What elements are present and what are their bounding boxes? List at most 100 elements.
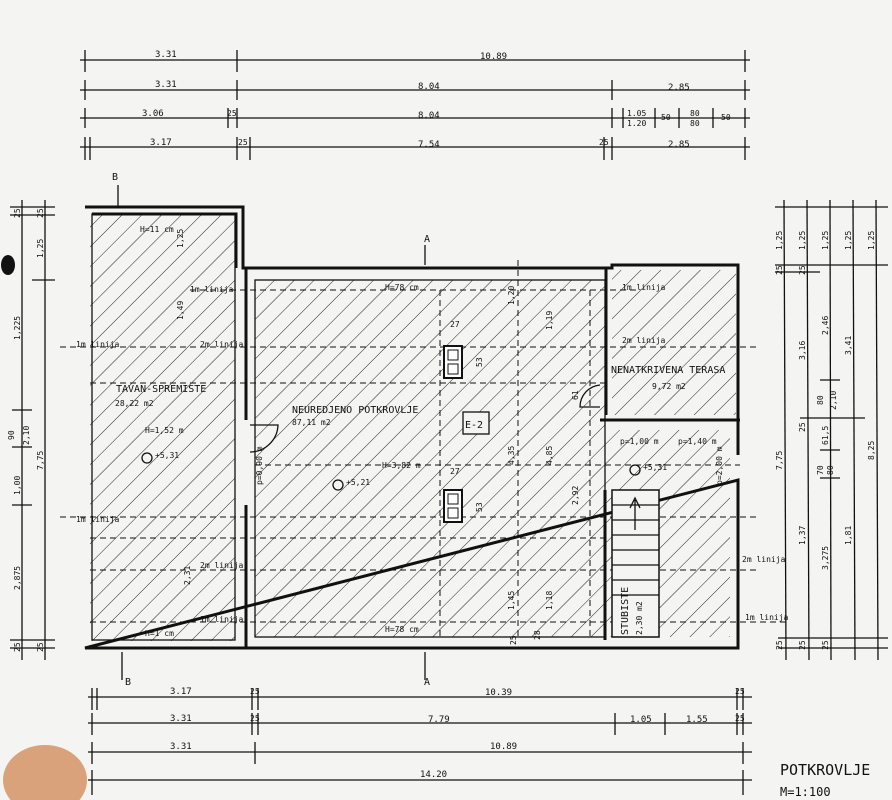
dim-label: 7,75 xyxy=(775,451,784,470)
dim-label: 25 xyxy=(13,208,22,218)
line-note: 2m linija xyxy=(742,555,786,564)
door-swing xyxy=(249,424,279,453)
dim-label: 90 xyxy=(7,430,16,440)
section-mark-b: B xyxy=(125,677,131,688)
dim-row-bottom-3: 3.31 10.89 xyxy=(88,742,752,764)
dim-label: 7.54 xyxy=(418,140,440,150)
dim-label: 2.85 xyxy=(668,140,690,150)
dim-label: 61 xyxy=(571,390,580,400)
dim-row-bottom-1: 3.17 25 10.39 25 xyxy=(88,687,752,710)
dim-label: 2.85 xyxy=(668,83,690,93)
dim-label: 25 xyxy=(798,265,807,275)
dim-label: 1,225 xyxy=(13,316,22,340)
dim-label: 10.39 xyxy=(485,688,512,698)
height-note: H=1 cm xyxy=(145,629,174,638)
dim-label: 25 xyxy=(775,640,784,650)
dim-label: 1,45 xyxy=(507,591,516,610)
dim-label: 2,10 xyxy=(829,391,838,410)
dim-label: 8.04 xyxy=(418,111,440,121)
room-area: 28,22 m2 xyxy=(115,399,154,408)
dim-row-top-4: 3.17 25 7.54 25 2.85 xyxy=(80,137,750,160)
dim-label: 3.31 xyxy=(170,714,192,724)
dim-label: 50 xyxy=(661,113,671,122)
dim-label: 25 xyxy=(775,265,784,275)
section-mark-a: A xyxy=(424,677,430,688)
chimney-bottom xyxy=(443,489,463,523)
dim-label: 25 xyxy=(250,714,260,723)
dim-label: 3.31 xyxy=(155,50,177,60)
top-dimension-chains: 3.31 10.89 3.31 8.04 2.85 3.06 25 8.04 1… xyxy=(80,50,750,160)
room-area: 2,30 m2 xyxy=(635,601,644,635)
height-note: H=11 cm xyxy=(140,225,174,234)
drawing-title: POTKROVLJE xyxy=(780,761,870,779)
line-note: 1m linija xyxy=(200,615,244,624)
room-level: +5,21 xyxy=(346,478,370,487)
room-area: 9,72 m2 xyxy=(652,382,686,391)
dim-row-top-3: 3.06 25 8.04 1.05 1.20 50 80 80 50 xyxy=(80,108,750,128)
opening-note: p=1,00 m xyxy=(620,437,659,446)
chimney-dim: 27 xyxy=(450,467,460,476)
room-tavan-spremiste: TAVAN-SPREMISTE 28,22 m2 H=1,52 m +5,31 xyxy=(115,384,206,464)
room-height: H=3,82 m xyxy=(382,461,421,470)
dim-label: 1,18 xyxy=(545,591,554,610)
height-note: H=78 cm xyxy=(385,283,419,292)
dim-label: 25 xyxy=(250,687,260,696)
dim-row-top-1: 3.31 10.89 xyxy=(80,50,750,72)
right-dimension-chains: 1,25 25 7,75 25 1,25 25 3,16 25 1,37 25 … xyxy=(775,199,888,661)
line-note: 1m linija xyxy=(745,613,789,622)
line-note: 2m linija xyxy=(622,336,666,345)
height-note: H=78 cm xyxy=(385,625,419,634)
dim-label: 3.31 xyxy=(155,80,177,90)
dim-label: 50 xyxy=(721,113,731,122)
line-note: 2m linija xyxy=(200,561,244,570)
line-note: 1m linija xyxy=(622,283,666,292)
dim-label: 25 xyxy=(13,642,22,652)
dim-label: 1,25 xyxy=(775,231,784,250)
dim-label: 3,275 xyxy=(821,546,830,570)
dim-label: 7.79 xyxy=(428,715,450,725)
dim-label: 2,10 xyxy=(22,426,31,445)
level-marker-icon xyxy=(141,452,153,464)
line-note: 1m linija xyxy=(76,340,120,349)
room-name: NENATKRIVENA TERASA xyxy=(611,365,725,376)
dim-label: 1,19 xyxy=(545,311,554,330)
dim-label: 25 xyxy=(798,640,807,650)
room-area: 87,11 m2 xyxy=(292,418,331,427)
dim-label: 25 xyxy=(735,687,745,696)
chimney-dim: 27 xyxy=(450,320,460,329)
punch-hole-artifact xyxy=(1,255,15,275)
line-note: 2m linija xyxy=(200,340,244,349)
dim-label: 1,81 xyxy=(844,526,853,545)
dim-label: 1,25 xyxy=(176,229,185,248)
room-height: H=1,52 m xyxy=(145,426,184,435)
dim-label: 25 xyxy=(798,422,807,432)
dim-label: 4,85 xyxy=(545,446,554,465)
dim-label: 1,25 xyxy=(798,231,807,250)
dim-label: 3.17 xyxy=(150,138,172,148)
dim-label: 10.89 xyxy=(480,52,507,62)
dim-label: 1,25 xyxy=(844,231,853,250)
room-nenatkrivena-terasa: NENATKRIVENA TERASA 9,72 m2 xyxy=(611,365,725,391)
dim-row-bottom-4: 14.20 xyxy=(88,770,752,795)
room-level: +5,31 xyxy=(643,463,667,472)
floor-plan: 27 27 53 53 E-2 xyxy=(60,205,790,650)
dim-label: 2,875 xyxy=(13,566,22,590)
dim-label: 1,25 xyxy=(36,239,45,258)
drawing-scale: M=1:100 xyxy=(780,785,831,799)
dim-label: 80 xyxy=(690,109,700,118)
chimney-dim: 53 xyxy=(475,357,484,367)
dim-label: 1,49 xyxy=(176,301,185,320)
line-note: 1m linija xyxy=(190,285,234,294)
dim-label: 3,16 xyxy=(798,341,807,360)
room-name: STUBISTE xyxy=(620,587,631,635)
room-name: NEUREDJENO POTKROVLJE xyxy=(292,405,418,416)
dim-label: 80 xyxy=(816,395,825,405)
dim-label: 3.06 xyxy=(142,109,164,119)
dim-label: 1,20 xyxy=(507,286,516,305)
dim-label: 3.31 xyxy=(170,742,192,752)
dim-label: 2,46 xyxy=(821,316,830,335)
dim-label: 2,92 xyxy=(571,486,580,505)
dim-label: 25 xyxy=(735,714,745,723)
dim-label: 25 xyxy=(36,208,45,218)
opening-note: p=2,00 m xyxy=(715,446,724,485)
